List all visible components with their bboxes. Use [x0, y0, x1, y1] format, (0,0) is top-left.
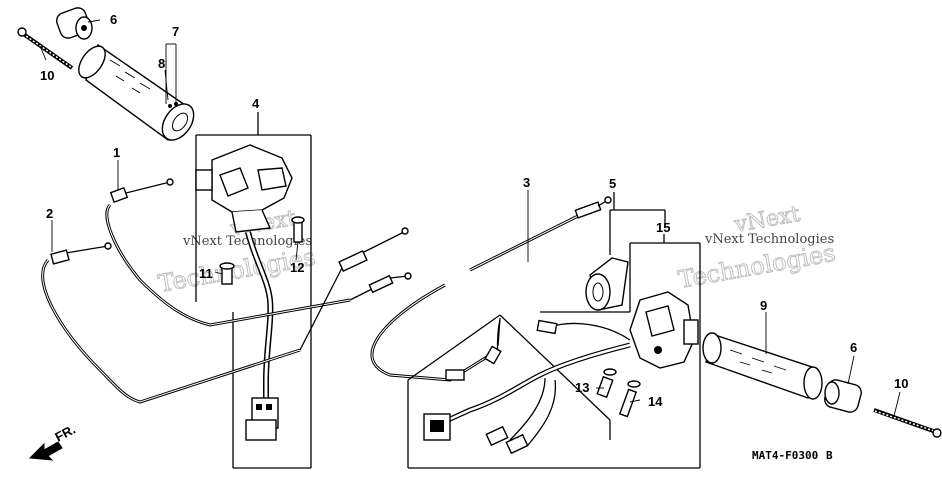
callout-15: 15	[656, 220, 670, 235]
left-grip-8	[78, 43, 195, 142]
callout-12: 12	[290, 260, 304, 275]
screw-11	[219, 262, 235, 285]
left-switch-box	[195, 112, 312, 469]
callout-3: 3	[523, 175, 530, 190]
bolt-10-right	[873, 408, 942, 438]
right-switch-box	[407, 234, 701, 469]
watermark-text: vNext Technologies	[704, 232, 834, 247]
callout-4: 4	[252, 96, 260, 111]
callout-10: 10	[40, 68, 54, 83]
callout-2: 2	[46, 206, 53, 221]
callout-6-right: 6	[850, 340, 857, 355]
end-weight-6-left	[56, 7, 93, 40]
throttle-pulley	[585, 257, 629, 311]
right-switch-housing	[629, 291, 699, 369]
callout-9: 9	[760, 298, 767, 313]
cable-2	[41, 227, 409, 404]
right-switch-wiring	[423, 317, 631, 455]
cable-1	[105, 178, 412, 327]
diagram-code-text: MAT4-F0300	[752, 449, 818, 462]
left-switch-housing	[195, 144, 293, 233]
callout-5: 5	[609, 176, 616, 191]
diagram-code-suffix: B	[826, 449, 833, 462]
front-direction-arrow: FR.	[28, 422, 78, 461]
leader-lines	[39, 19, 901, 417]
watermark-text: vNext Technologies	[182, 234, 312, 249]
direction-label: FR.	[52, 422, 78, 445]
end-weight-6-right	[824, 379, 862, 413]
diagram-code: MAT4-F0300 B	[752, 449, 833, 462]
callouts: 6 7 8 10 4 1 2 11 12 3 5 15 9 6 10 13 14	[40, 12, 908, 409]
cable-3	[370, 196, 612, 382]
callout-13: 13	[575, 380, 589, 395]
screw-12	[291, 216, 305, 243]
screw-13	[596, 368, 617, 399]
callout-7: 7	[172, 24, 179, 39]
right-grip-9	[702, 332, 823, 400]
bolt-10-left	[17, 27, 74, 70]
callout-1: 1	[113, 145, 120, 160]
bracket-5	[609, 192, 666, 255]
callout-8: 8	[158, 56, 165, 71]
screw-14	[618, 380, 641, 418]
arrow-icon	[28, 441, 63, 461]
callout-10-right: 10	[894, 376, 908, 391]
callout-11: 11	[199, 266, 213, 281]
callout-6: 6	[110, 12, 117, 27]
callout-14: 14	[648, 394, 663, 409]
